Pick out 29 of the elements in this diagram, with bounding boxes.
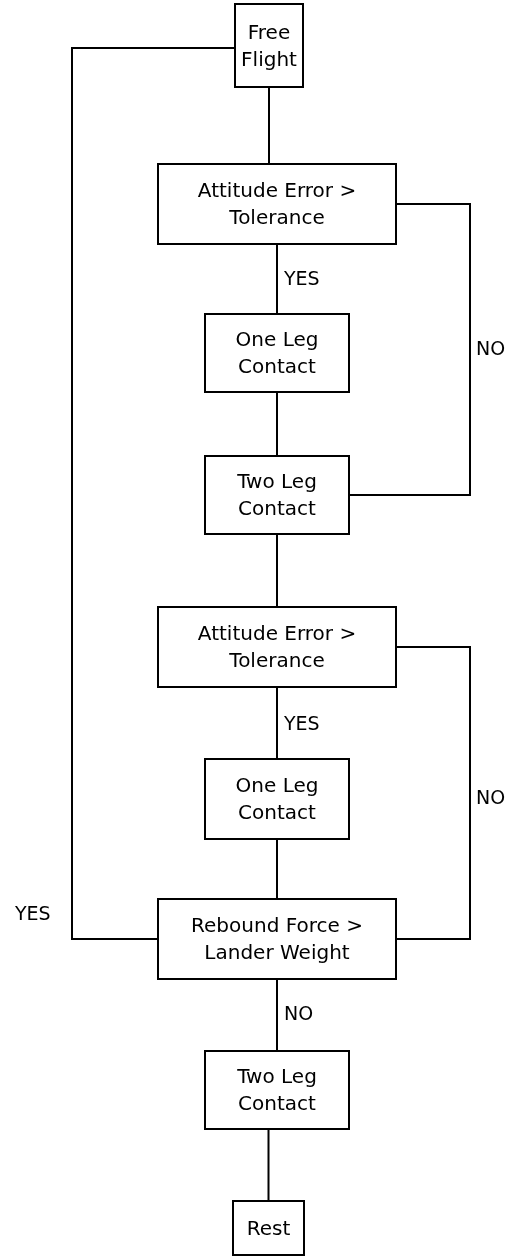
process-box <box>204 1050 350 1130</box>
connector-line <box>396 646 471 940</box>
connector-line <box>276 392 278 456</box>
box-text: One Leg Contact <box>234 326 320 380</box>
connector-line <box>71 47 235 940</box>
box-text: Attitude Error > Tolerance <box>196 620 358 674</box>
box-text: Two Leg Contact <box>236 1063 318 1117</box>
process-box <box>157 898 397 980</box>
box-text: One Leg Contact <box>234 772 320 826</box>
connector-line <box>276 687 278 759</box>
connector-line <box>276 534 278 607</box>
process-box <box>157 163 397 245</box>
box-text: Rest <box>246 1214 291 1242</box>
process-box <box>157 606 397 688</box>
process-box <box>232 1200 305 1256</box>
box-text: Attitude Error > Tolerance <box>196 177 358 231</box>
connector-line <box>276 244 278 314</box>
connector-line <box>268 87 270 164</box>
connector-line <box>267 1129 270 1201</box>
process-box <box>204 313 350 393</box>
connector-line <box>349 203 471 496</box>
box-text: Free Flight <box>240 18 298 73</box>
box-text: Rebound Force > Lander Weight <box>190 912 364 966</box>
process-box <box>204 455 350 535</box>
process-box <box>234 3 304 88</box>
process-box <box>204 758 350 840</box>
connector-line <box>276 839 278 899</box>
connector-line <box>276 979 278 1051</box>
box-text: Two Leg Contact <box>236 468 318 522</box>
